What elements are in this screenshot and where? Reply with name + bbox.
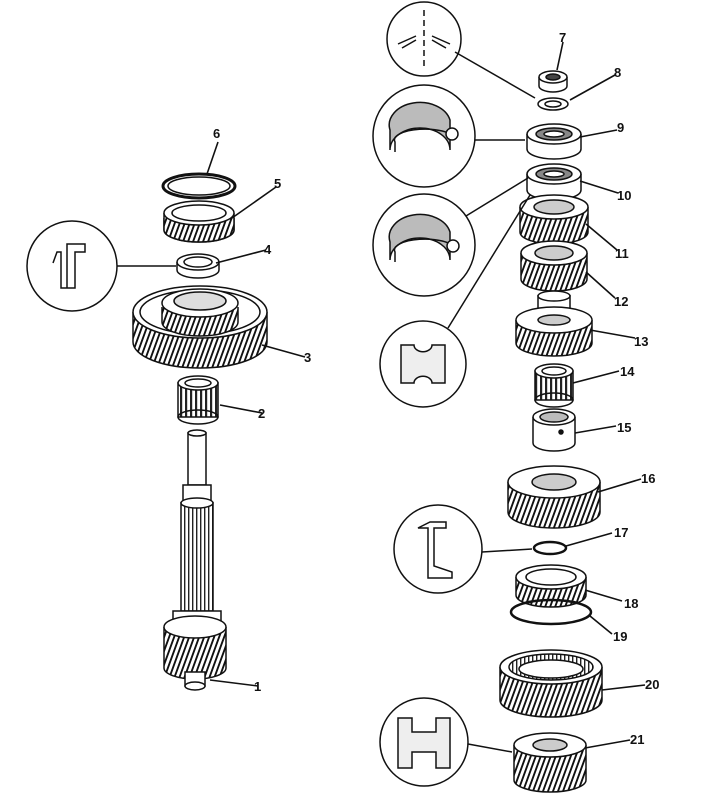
callout-11: 11 <box>615 246 629 261</box>
callout-labels: 1 2 3 4 5 6 7 8 9 10 11 12 13 14 15 16 1… <box>213 30 659 747</box>
leader-19 <box>589 615 613 635</box>
callout-15: 15 <box>617 420 631 435</box>
part-17-snap-ring <box>532 540 568 556</box>
part-12-gear <box>520 240 588 292</box>
inset-bearing-detail-upper <box>372 84 525 188</box>
leader-10 <box>579 180 619 194</box>
part-1-mainshaft <box>163 429 227 691</box>
leader-1 <box>209 679 259 687</box>
callout-13: 13 <box>634 334 648 349</box>
part-20-synchro-hub <box>499 649 603 718</box>
callout-17: 17 <box>614 525 628 540</box>
leader-15 <box>574 425 617 434</box>
callout-18: 18 <box>624 596 638 611</box>
callout-9: 9 <box>617 120 624 135</box>
leader-8 <box>569 74 616 101</box>
callout-20: 20 <box>645 677 659 692</box>
part-9-ball-bearing <box>526 123 582 160</box>
part-16-gear <box>507 465 601 529</box>
inset-washer-detail <box>386 1 536 99</box>
callout-14: 14 <box>620 364 635 379</box>
leader-12 <box>585 271 616 299</box>
leader-5 <box>231 186 277 219</box>
part-3-helical-gear <box>132 285 268 369</box>
leader-9 <box>579 129 618 138</box>
part-7-nut <box>538 70 568 93</box>
callout-2: 2 <box>258 406 265 421</box>
leader-7 <box>556 41 564 71</box>
part-6-snap-ring <box>161 172 237 200</box>
part-13-gear <box>515 290 593 357</box>
callout-12: 12 <box>614 294 628 309</box>
leader-2 <box>219 404 263 414</box>
leader-14 <box>572 370 620 384</box>
inset-hub-detail <box>379 697 513 787</box>
callout-10: 10 <box>617 188 631 203</box>
callout-19: 19 <box>613 629 627 644</box>
leader-11 <box>585 223 618 251</box>
leader-3 <box>261 344 306 358</box>
callout-6: 6 <box>213 126 220 141</box>
leader-4 <box>215 249 267 264</box>
leader-13 <box>589 329 636 339</box>
leader-21 <box>584 739 631 749</box>
callout-1: 1 <box>254 679 261 694</box>
leader-lines <box>206 41 646 749</box>
inset-bushing-detail <box>26 220 176 312</box>
part-18-synchro-ring <box>515 564 587 608</box>
part-5-synchro-ring <box>163 200 235 243</box>
callout-4: 4 <box>264 242 272 257</box>
part-15-sleeve <box>532 408 576 452</box>
callout-5: 5 <box>274 176 281 191</box>
leader-6 <box>206 141 219 175</box>
part-8-washer <box>537 97 569 111</box>
inset-bearing-detail-lower <box>372 177 529 297</box>
callout-21: 21 <box>630 732 644 747</box>
callout-3: 3 <box>304 350 311 365</box>
callout-16: 16 <box>641 471 655 486</box>
leader-20 <box>601 684 646 691</box>
inset-sleeve-detail <box>379 194 531 408</box>
callout-8: 8 <box>614 65 621 80</box>
part-14-needle-bearing <box>534 363 574 408</box>
inset-snapring-detail <box>393 504 533 594</box>
part-11-gear <box>519 194 589 245</box>
leader-17 <box>565 532 613 547</box>
part-21-gear <box>513 732 587 793</box>
leader-16 <box>597 478 642 493</box>
leader-18 <box>584 589 623 602</box>
part-19-snap-ring <box>509 598 593 626</box>
callout-7: 7 <box>559 30 566 45</box>
part-2-needle-bearing <box>177 375 219 425</box>
part-4-bushing <box>176 253 220 279</box>
